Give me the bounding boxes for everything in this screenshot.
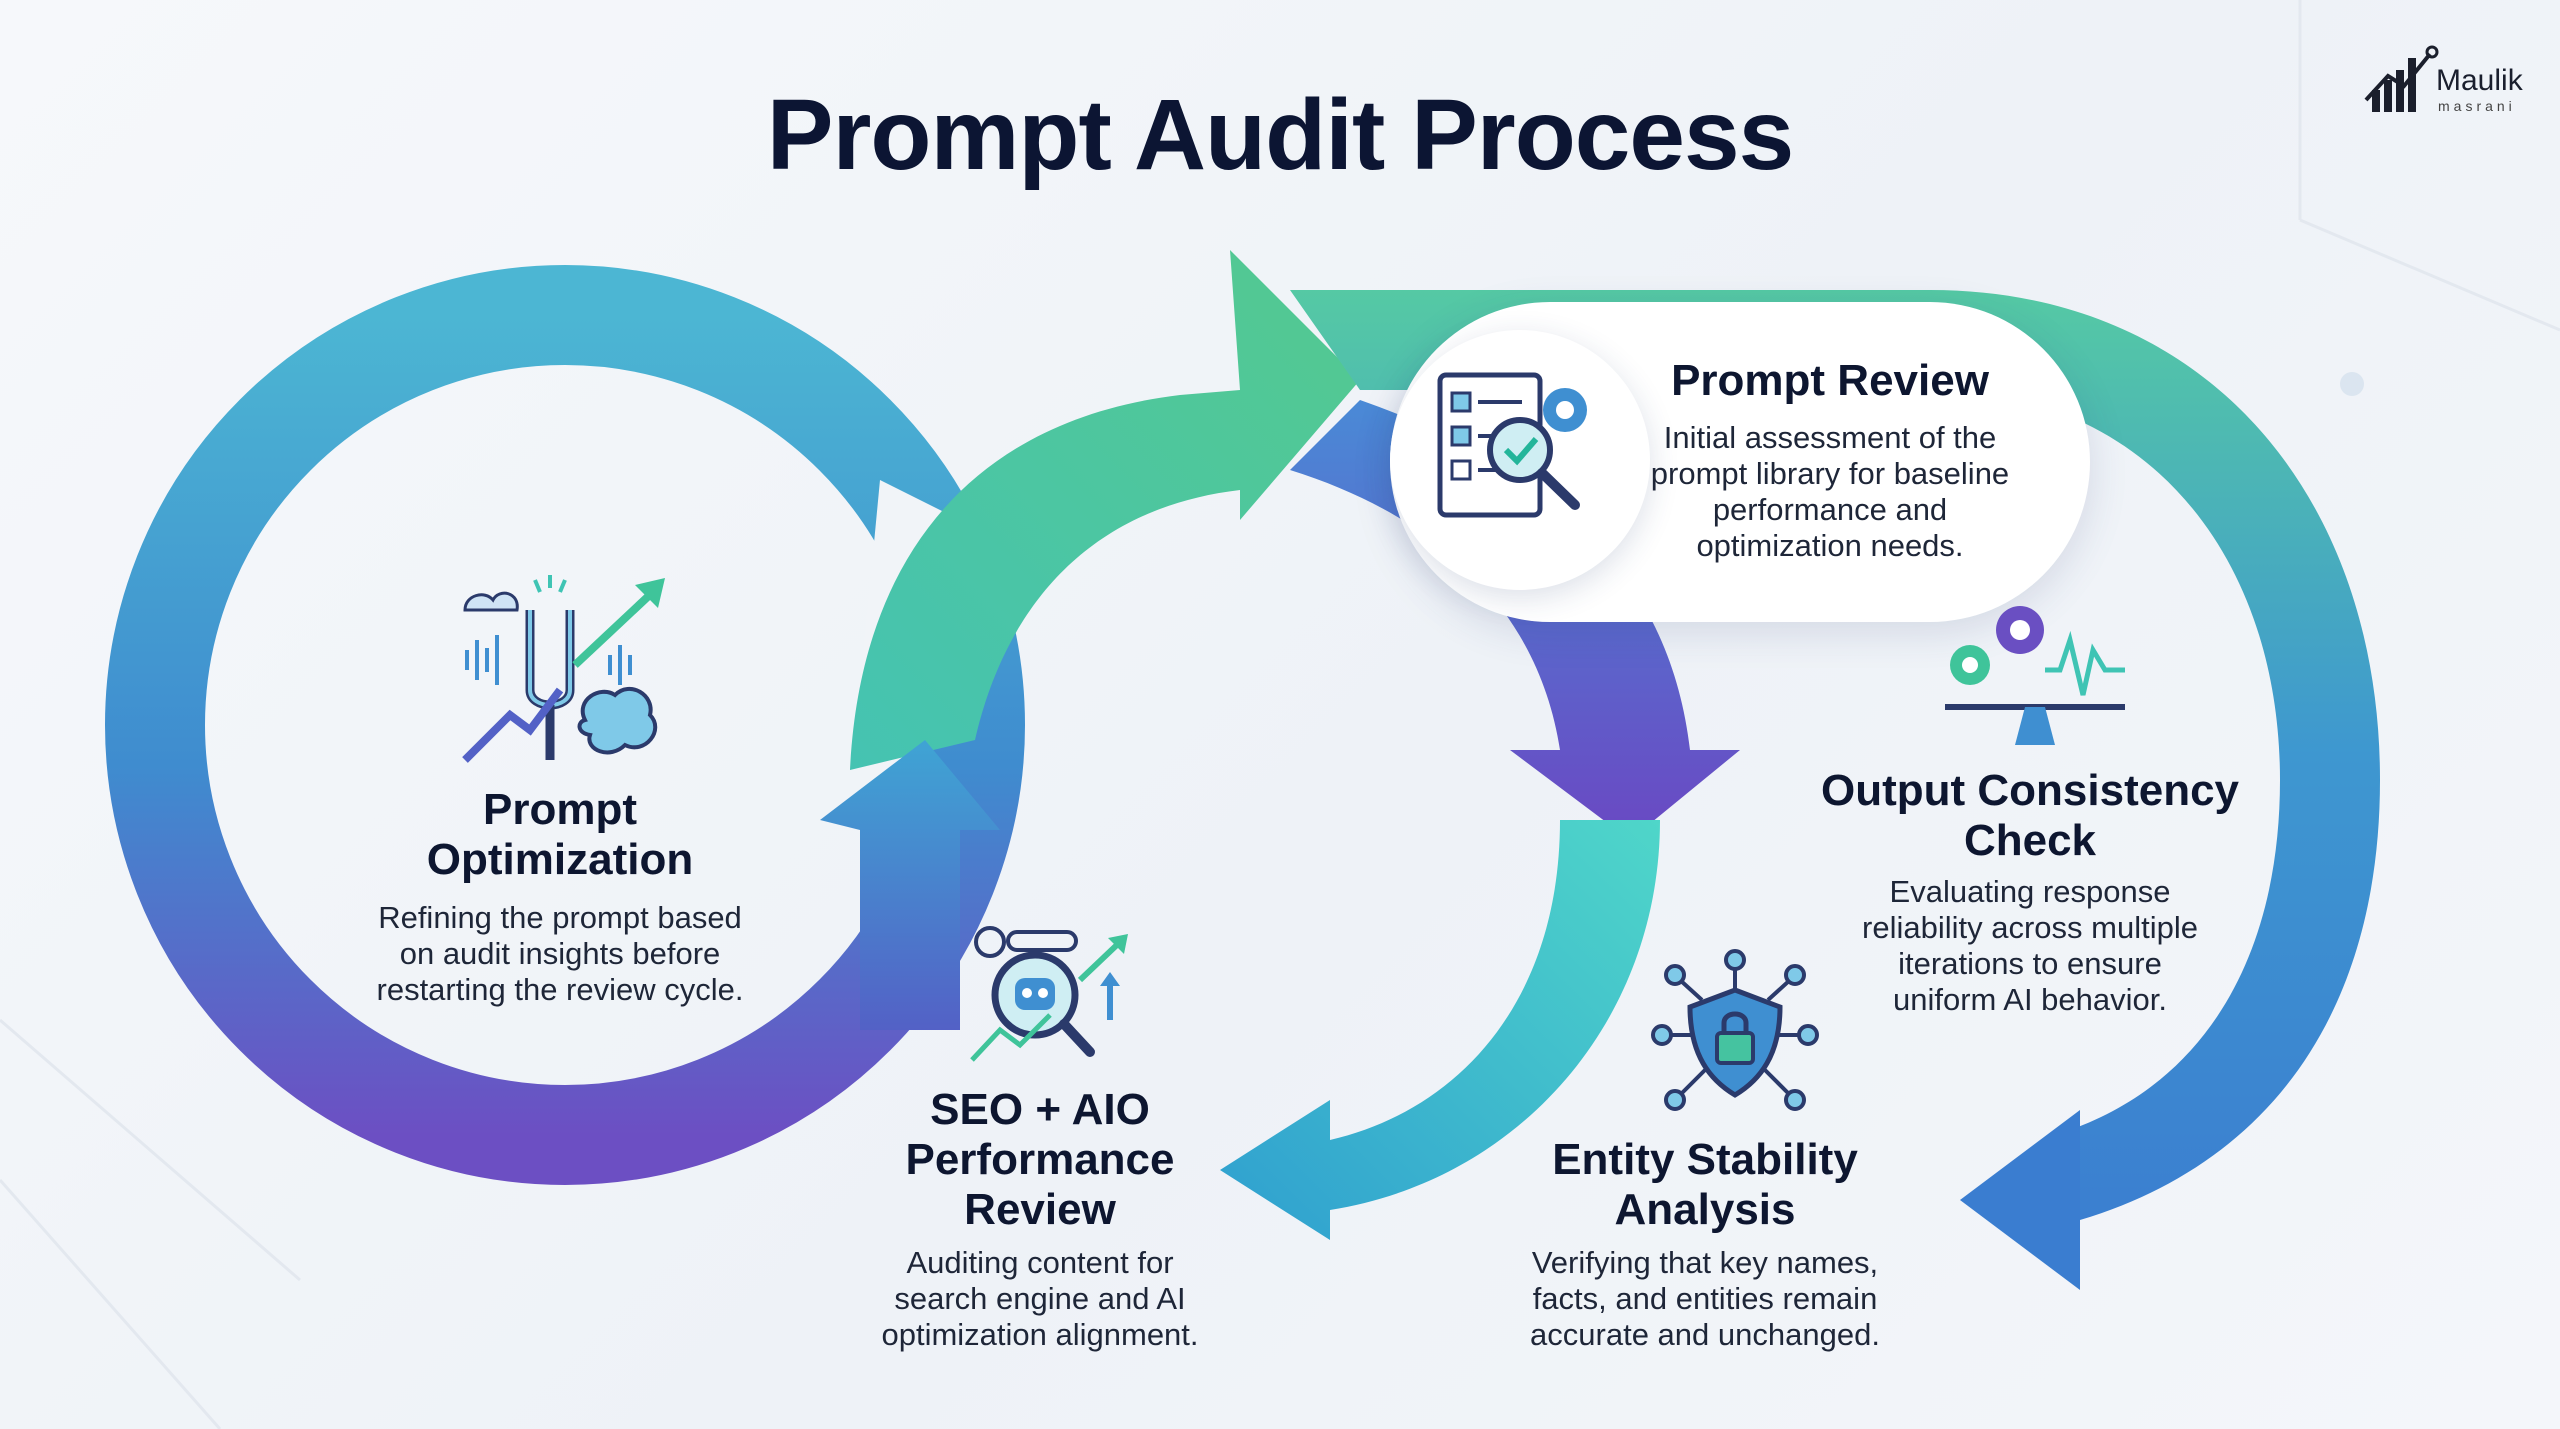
shield-lock-network-icon	[1651, 949, 1819, 1111]
logo-sub: masrani	[2438, 98, 2516, 114]
robot-magnifier-growth-icon	[970, 926, 1128, 1062]
checklist-magnifier-gear-icon	[1437, 372, 1587, 518]
entity-stability-desc: Verifying that key names, facts, and ent…	[1455, 1245, 1955, 1353]
title-line: SEO + AIO	[930, 1085, 1150, 1134]
output-consistency-title: Output Consistency Check	[1780, 766, 2280, 866]
title-line: Prompt	[483, 785, 637, 834]
desc-line: on audit insights before	[399, 936, 721, 971]
logo-icon	[2364, 45, 2439, 112]
gears-balance-waveform-icon	[1945, 606, 2125, 745]
prompt-optimization-desc: Refining the prompt based on audit insig…	[330, 900, 790, 1008]
logo-name: Maulik	[2436, 64, 2523, 97]
title-line: Entity Stability	[1552, 1135, 1858, 1184]
seo-aio-desc: Auditing content for search engine and A…	[830, 1245, 1250, 1353]
arrow-right-head	[1960, 1110, 2080, 1290]
desc-line: restarting the review cycle.	[376, 972, 744, 1007]
prompt-review-desc: Initial assessment of the prompt library…	[1620, 420, 2040, 564]
desc-line: Initial assessment of the	[1663, 420, 1997, 455]
title-line: Optimization	[426, 835, 694, 884]
arrow-top-band	[1290, 290, 2380, 1220]
desc-line: Evaluating response	[1889, 874, 2171, 909]
desc-line: uniform AI behavior.	[1893, 982, 2167, 1017]
desc-line: prompt library for baseline	[1650, 456, 2010, 491]
decor-dot	[2340, 372, 2364, 396]
desc-line: optimization alignment.	[881, 1317, 1199, 1352]
desc-line: Verifying that key names,	[1531, 1245, 1879, 1280]
output-consistency-desc: Evaluating response reliability across m…	[1780, 874, 2280, 1018]
seo-aio-title: SEO + AIO Performance Review	[830, 1085, 1250, 1235]
brand-logo: Maulik masrani	[2362, 44, 2532, 124]
desc-line: performance and	[1712, 492, 1948, 527]
arrow-up-head	[820, 740, 1000, 1030]
desc-line: Refining the prompt based	[378, 900, 742, 935]
desc-line: facts, and entities remain	[1532, 1281, 1878, 1316]
arrow-up-right	[850, 250, 1360, 770]
arrow-bottom	[1220, 820, 1660, 1240]
desc-line: Auditing content for	[906, 1245, 1174, 1280]
page-title: Prompt Audit Process	[766, 79, 1794, 191]
title-line: Analysis	[1614, 1185, 1796, 1234]
entity-stability-title: Entity Stability Analysis	[1455, 1135, 1955, 1235]
desc-line: search engine and AI	[894, 1281, 1186, 1316]
prompt-review-title: Prompt Review	[1671, 356, 1989, 405]
desc-line: reliability across multiple	[1862, 910, 2198, 945]
desc-line: iterations to ensure	[1898, 946, 2162, 981]
title-line: Performance	[905, 1135, 1175, 1184]
title-line: Review	[964, 1185, 1116, 1234]
title-line: Check	[1963, 816, 2097, 865]
desc-line: accurate and unchanged.	[1530, 1317, 1880, 1352]
title-line: Output Consistency	[1820, 766, 2240, 815]
prompt-optimization-title: Prompt Optimization	[330, 785, 790, 885]
tuning-fork-brain-growth-icon	[462, 575, 665, 763]
desc-line: optimization needs.	[1696, 528, 1964, 563]
